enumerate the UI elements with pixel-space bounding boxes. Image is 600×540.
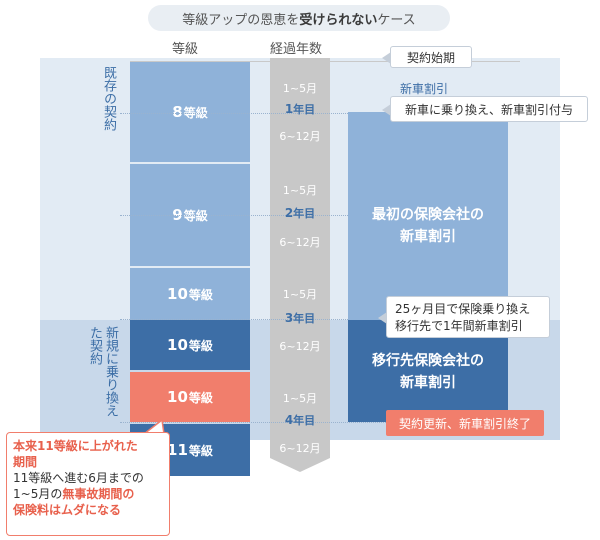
divider-line [120, 319, 390, 320]
new-car-discount-label: 新車割引 [400, 82, 449, 96]
contract-start-callout: 契約始期 [382, 46, 472, 68]
year-4-second-half: 6~12月 [279, 442, 321, 455]
years-header: 経過年数 [270, 42, 323, 57]
note-body-line2: 1~5月の無事故期間の [13, 486, 163, 502]
years-arrow-tip [270, 458, 330, 472]
callout-pointer [378, 312, 387, 324]
grade-unit: 等級 [188, 443, 213, 458]
insurer-move-line2: 移行先で1年間新車割引 [395, 319, 523, 333]
year-1-first-half: 1~5月 [282, 82, 318, 95]
year-number: 4 [284, 413, 294, 427]
grade-number: 10 [167, 285, 188, 303]
note-body-line2-pre: 1~5月の [13, 487, 63, 501]
second-insurer-line1: 移行先保険会社の [372, 353, 484, 369]
title-pre: 等級アップの恩恵を [182, 12, 300, 28]
grade-unit: 等級 [188, 390, 213, 405]
insurer-move-callout: 25ヶ月目で保険乗り換え 移行先で1年間新車割引 [378, 296, 550, 338]
note-title-line2: 期間 [13, 455, 38, 469]
grade-number: 10 [167, 336, 188, 354]
note-pointer [142, 420, 165, 434]
insurer-move-line1: 25ヶ月目で保険乗り換え [395, 302, 531, 316]
year-number: 3 [284, 311, 294, 325]
year-number: 1 [284, 102, 294, 116]
year-2-first-half: 1~5月 [282, 184, 318, 197]
first-insurer-text: 最初の保険会社の 新車割引 [348, 204, 508, 248]
year-3-second-half: 6~12月 [279, 340, 321, 353]
grade-header: 等級 [172, 42, 199, 57]
callout-pointer [382, 104, 391, 116]
note-body-line2-red: 無事故期間の [62, 487, 135, 501]
callout-pointer [382, 52, 391, 64]
year-3-label: 3年目 [270, 310, 330, 326]
years-arrow-bar [270, 58, 330, 458]
grade-number: 8 [172, 103, 183, 121]
note-body-line1: 11等級へ進む6月までの [13, 471, 144, 485]
year-unit: 年目 [293, 207, 316, 220]
contract-renewal-tag: 契約更新、新車割引終了 [386, 410, 544, 436]
divider-line [120, 113, 390, 114]
first-insurer-line1: 最初の保険会社の [372, 207, 484, 223]
title-strong: 受けられない [299, 12, 378, 28]
diagram-title: 等級アップの恩恵を受けられないケース [148, 5, 450, 31]
year-4-label: 4年目 [270, 412, 330, 428]
grade-unit: 等級 [188, 338, 213, 353]
first-insurer-line2: 新車割引 [400, 229, 456, 245]
year-2-label: 2年目 [270, 205, 330, 221]
grade-number: 10 [167, 388, 188, 406]
new-car-switch-text: 新車に乗り換え、新車割引付与 [404, 102, 573, 117]
grade-unit: 等級 [188, 287, 213, 302]
year-1-second-half: 6~12月 [279, 130, 321, 143]
year-2-second-half: 6~12月 [279, 236, 321, 249]
contract-renewal-text: 契約更新、新車割引終了 [398, 416, 531, 431]
grade-number: 11 [167, 441, 188, 459]
year-4-first-half: 1~5月 [282, 392, 318, 405]
contract-start-text: 契約始期 [406, 50, 455, 65]
grade-unit: 等級 [183, 105, 208, 120]
divider-line [120, 422, 390, 423]
year-1-label: 1年目 [270, 101, 330, 117]
year-unit: 年目 [293, 414, 316, 427]
year-3-first-half: 1~5月 [282, 288, 318, 301]
divider-line [120, 215, 350, 216]
year-unit: 年目 [293, 103, 316, 116]
note-title-line1: 本来11等級に上がれた [13, 439, 138, 453]
first-insurer-discount-bar [348, 112, 508, 320]
second-insurer-line2: 新車割引 [400, 375, 456, 391]
wasted-period-note: 本来11等級に上がれた 期間 11等級へ進む6月までの 1~5月の無事故期間の … [6, 432, 170, 536]
title-post: ケース [377, 12, 416, 28]
existing-contract-label: 既存の契約 [101, 66, 116, 131]
new-contract-label: 新規に乗り換えた契約 [87, 326, 118, 417]
year-number: 2 [284, 206, 294, 220]
note-body-line3: 保険料はムダになる [13, 503, 122, 517]
new-car-switch-callout: 新車に乗り換え、新車割引付与 [382, 96, 588, 122]
second-insurer-text: 移行先保険会社の 新車割引 [348, 350, 508, 394]
year-unit: 年目 [293, 312, 316, 325]
